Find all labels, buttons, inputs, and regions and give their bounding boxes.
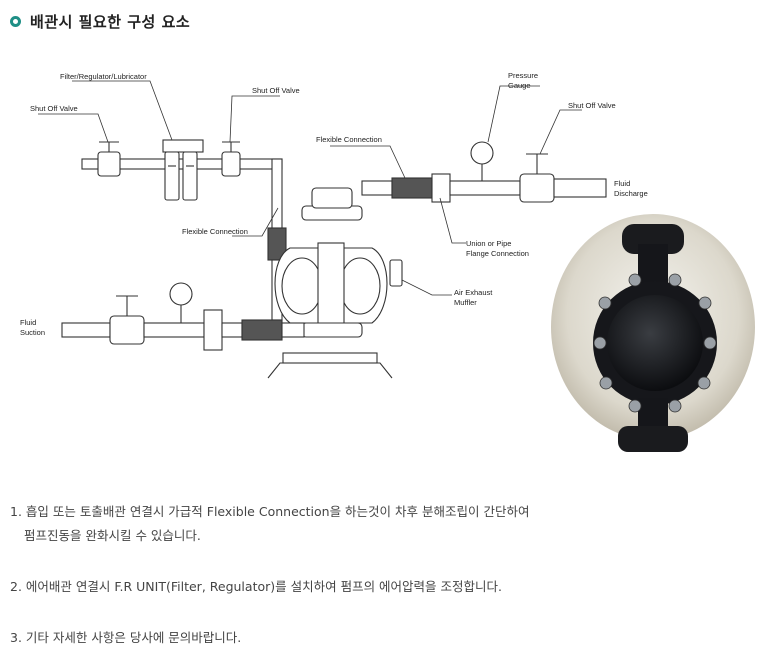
note-3: 3. 기타 자세한 사항은 당사에 문의바랍니다.	[10, 630, 242, 645]
pump-photo	[551, 214, 755, 452]
label-shut-off-left: Shut Off Valve	[30, 104, 78, 113]
label-shut-off-right: Shut Off Valve	[568, 101, 616, 110]
label-flexible-top: Flexible Connection	[316, 135, 382, 144]
label-pressure-gauge-1: Pressure	[508, 71, 538, 80]
label-shut-off-mid: Shut Off Valve	[252, 86, 300, 95]
circle-bullet-icon	[10, 15, 21, 27]
notes: 1. 흡입 또는 토출배관 연결시 가급적 Flexible Connectio…	[10, 500, 750, 650]
label-air-exhaust-2: Muffler	[454, 298, 477, 307]
note-2: 2. 에어배관 연결시 F.R UNIT(Filter, Regulator)를…	[10, 579, 502, 594]
note-1-line-2: 펌프진동을 완화시킬 수 있습니다.	[24, 528, 201, 543]
label-pressure-gauge-2: Gauge	[508, 81, 531, 90]
label-fluid-discharge-1: Fluid	[614, 179, 630, 188]
label-union-2: Flange Connection	[466, 249, 529, 258]
label-fluid-suction-2: Suction	[20, 328, 45, 337]
label-fluid-suction-1: Fluid	[20, 318, 36, 327]
piping-diagram: Filter/Regulator/Lubricator Shut Off Val…	[20, 71, 755, 452]
note-1-line-1: 1. 흡입 또는 토출배관 연결시 가급적 Flexible Connectio…	[10, 504, 530, 519]
label-frl: Filter/Regulator/Lubricator	[60, 72, 147, 81]
section-heading: 배관시 필요한 구성 요소	[10, 9, 190, 33]
label-air-exhaust-1: Air Exhaust	[454, 288, 493, 297]
heading-title: 배관시 필요한 구성 요소	[30, 12, 191, 31]
label-flexible-left: Flexible Connection	[182, 227, 248, 236]
label-union-1: Union or Pipe	[466, 239, 511, 248]
label-fluid-discharge-2: Discharge	[614, 189, 648, 198]
